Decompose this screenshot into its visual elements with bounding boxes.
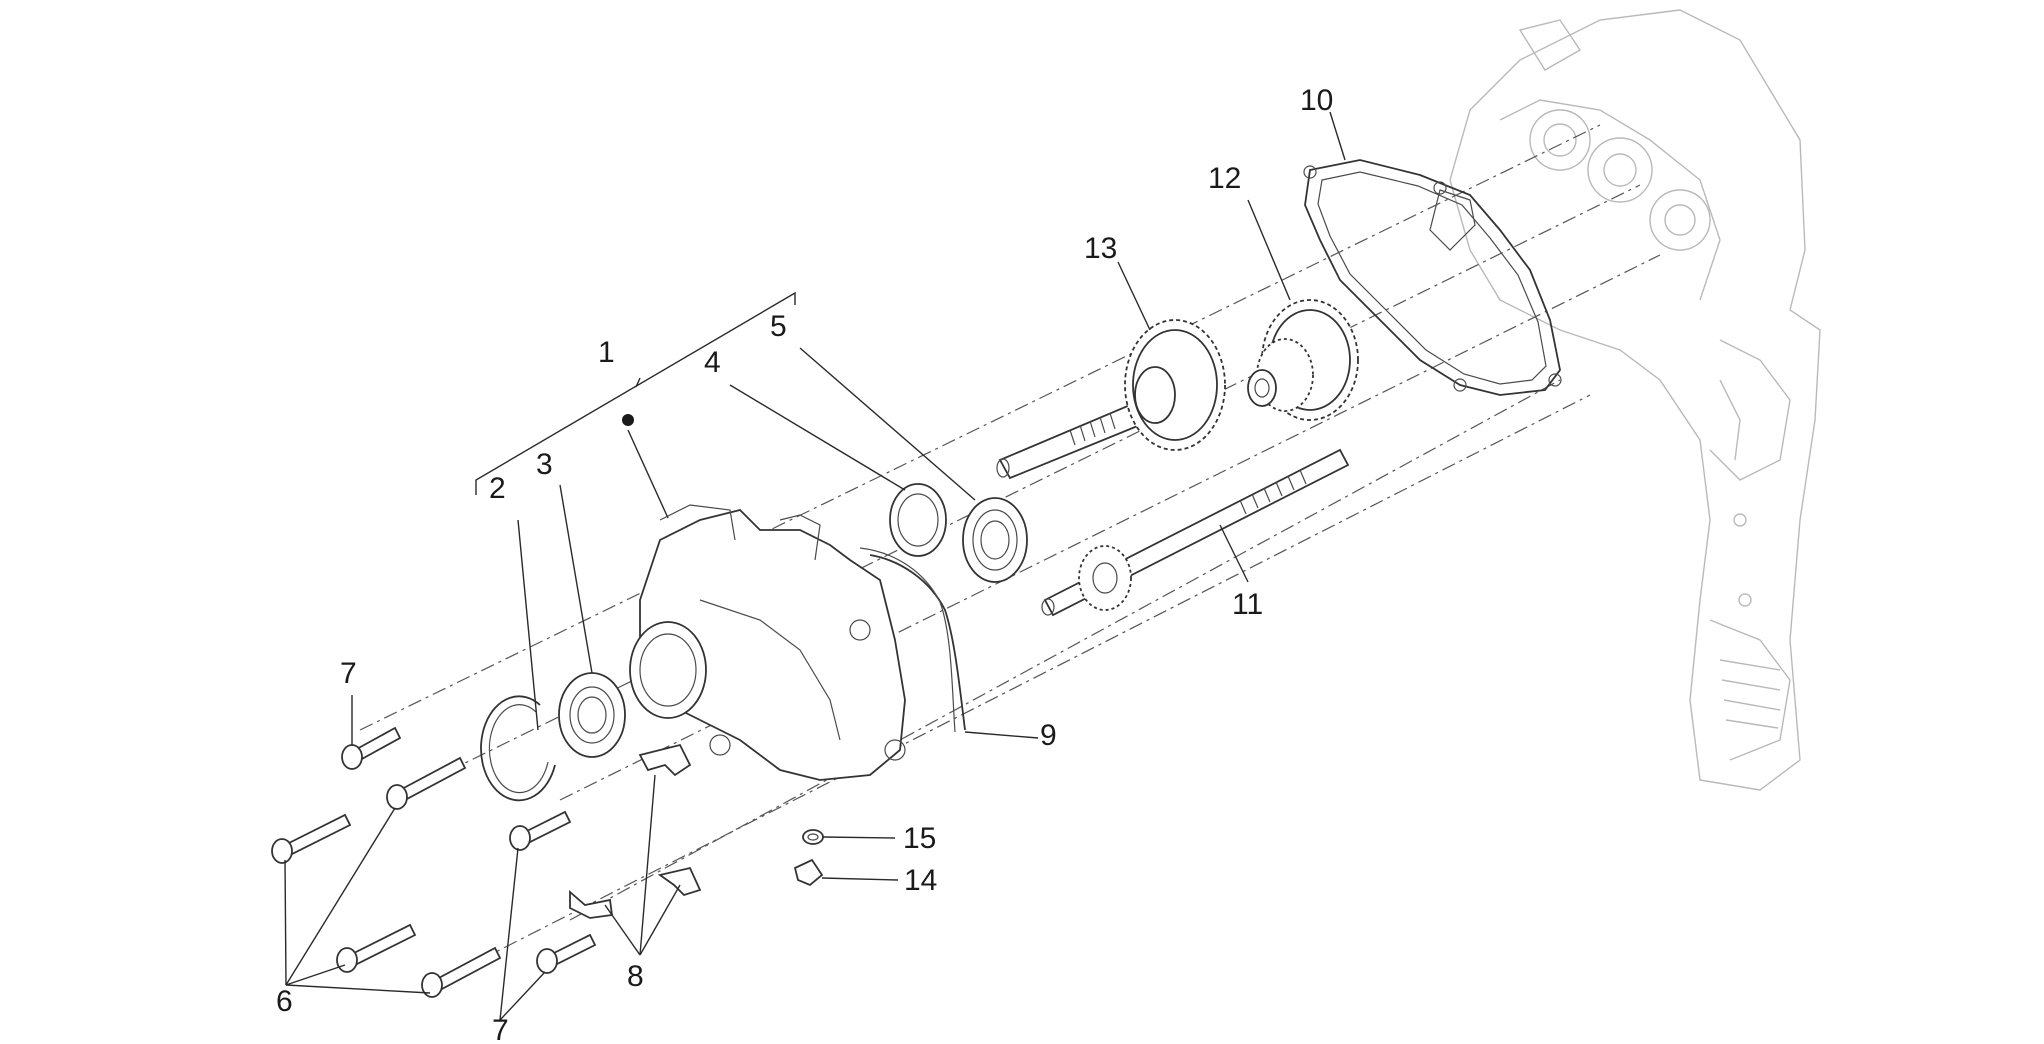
clips — [569, 743, 702, 919]
callout-12: 12 — [1208, 162, 1241, 195]
callout-10: 10 — [1300, 84, 1333, 117]
bolt — [271, 813, 352, 864]
marker-dot — [622, 414, 634, 426]
callout-15: 15 — [903, 822, 936, 855]
callout-7-bottom: 7 — [492, 1014, 509, 1044]
bolt — [536, 933, 597, 974]
intermediate-gear — [1247, 299, 1359, 421]
bolt — [336, 923, 417, 973]
oil-seal — [889, 483, 947, 557]
assembly-axis-lines — [359, 124, 1661, 961]
gasket — [1303, 159, 1562, 396]
bolt — [386, 756, 467, 810]
bolt — [509, 810, 572, 851]
callout-1: 1 — [598, 336, 615, 369]
main-shaft — [1041, 448, 1350, 617]
transmission-cover — [629, 504, 906, 781]
engine-casing-ghost — [1449, 9, 1821, 791]
callout-11: 11 — [1232, 588, 1263, 621]
circlip — [480, 695, 556, 802]
group-bracket — [475, 291, 796, 495]
callout-14: 14 — [904, 864, 937, 897]
callout-5: 5 — [770, 310, 787, 343]
callout-4: 4 — [704, 346, 721, 379]
callout-2: 2 — [489, 472, 506, 505]
callout-9: 9 — [1040, 719, 1057, 752]
callout-3: 3 — [536, 448, 553, 481]
leader-lines — [284, 111, 1346, 1021]
breather-tube — [859, 547, 966, 733]
bolt — [341, 726, 402, 770]
callout-8: 8 — [627, 960, 644, 993]
countershaft-with-gear — [996, 319, 1226, 480]
callouts: 1 2 3 4 5 6 7 7 8 9 10 11 12 13 14 15 — [276, 84, 1333, 1044]
callout-6: 6 — [276, 985, 293, 1018]
callout-7-top: 7 — [340, 657, 357, 690]
bolts — [271, 726, 597, 998]
callout-13: 13 — [1084, 232, 1117, 265]
drain-plug-and-washer — [793, 829, 824, 887]
bearing-small — [558, 672, 626, 758]
bearing-large — [962, 497, 1028, 583]
bolt — [421, 946, 502, 998]
